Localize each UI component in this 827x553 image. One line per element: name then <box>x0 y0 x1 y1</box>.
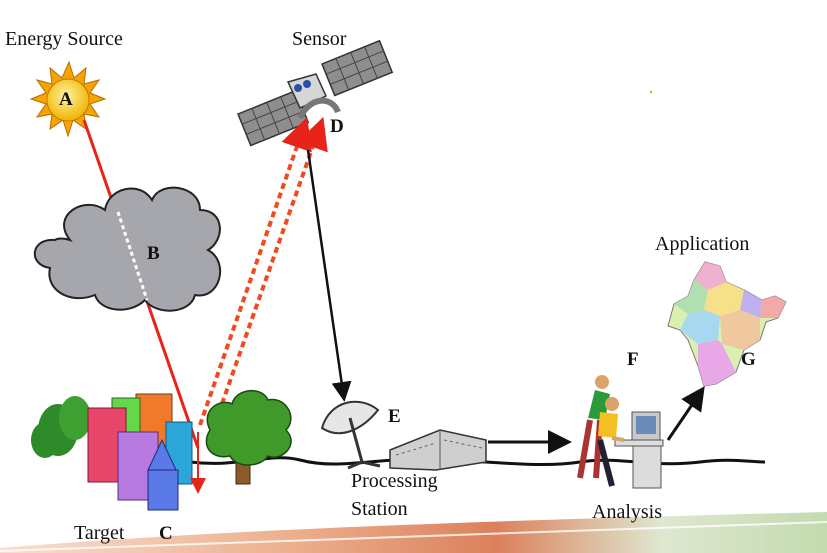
application-label: Application <box>655 233 750 255</box>
downlink-arrow <box>306 149 352 402</box>
sun-icon <box>29 60 107 138</box>
reflected-ray-1 <box>198 116 312 426</box>
station-label: Station <box>351 498 408 520</box>
sensor-label: Sensor <box>292 28 347 50</box>
buildings-icon <box>31 393 193 511</box>
letter-a: A <box>59 89 73 110</box>
analysis-label: Analysis <box>592 501 662 523</box>
energy-source-label: Energy Source <box>5 28 123 50</box>
tree-icon <box>205 390 292 485</box>
speck <box>649 90 653 94</box>
target-label: Target <box>74 522 125 544</box>
letter-b: B <box>147 243 160 264</box>
letter-d: D <box>330 116 344 137</box>
processing-label: Processing <box>351 470 438 492</box>
map-icon <box>667 261 787 387</box>
processing-station-icon <box>389 429 487 471</box>
letter-e: E <box>388 406 401 427</box>
antenna-dish-icon <box>320 400 381 470</box>
letter-c: C <box>159 523 173 544</box>
analysis-to-application-arrow <box>666 386 705 441</box>
satellite-icon <box>237 39 394 147</box>
cloud-icon <box>33 186 222 312</box>
ground-line <box>189 456 766 467</box>
letter-g: G <box>741 349 756 370</box>
scattered-ray <box>116 211 149 301</box>
letter-f: F <box>627 349 639 370</box>
reflected-ray-2 <box>210 116 328 433</box>
analysts-icon <box>577 375 664 489</box>
